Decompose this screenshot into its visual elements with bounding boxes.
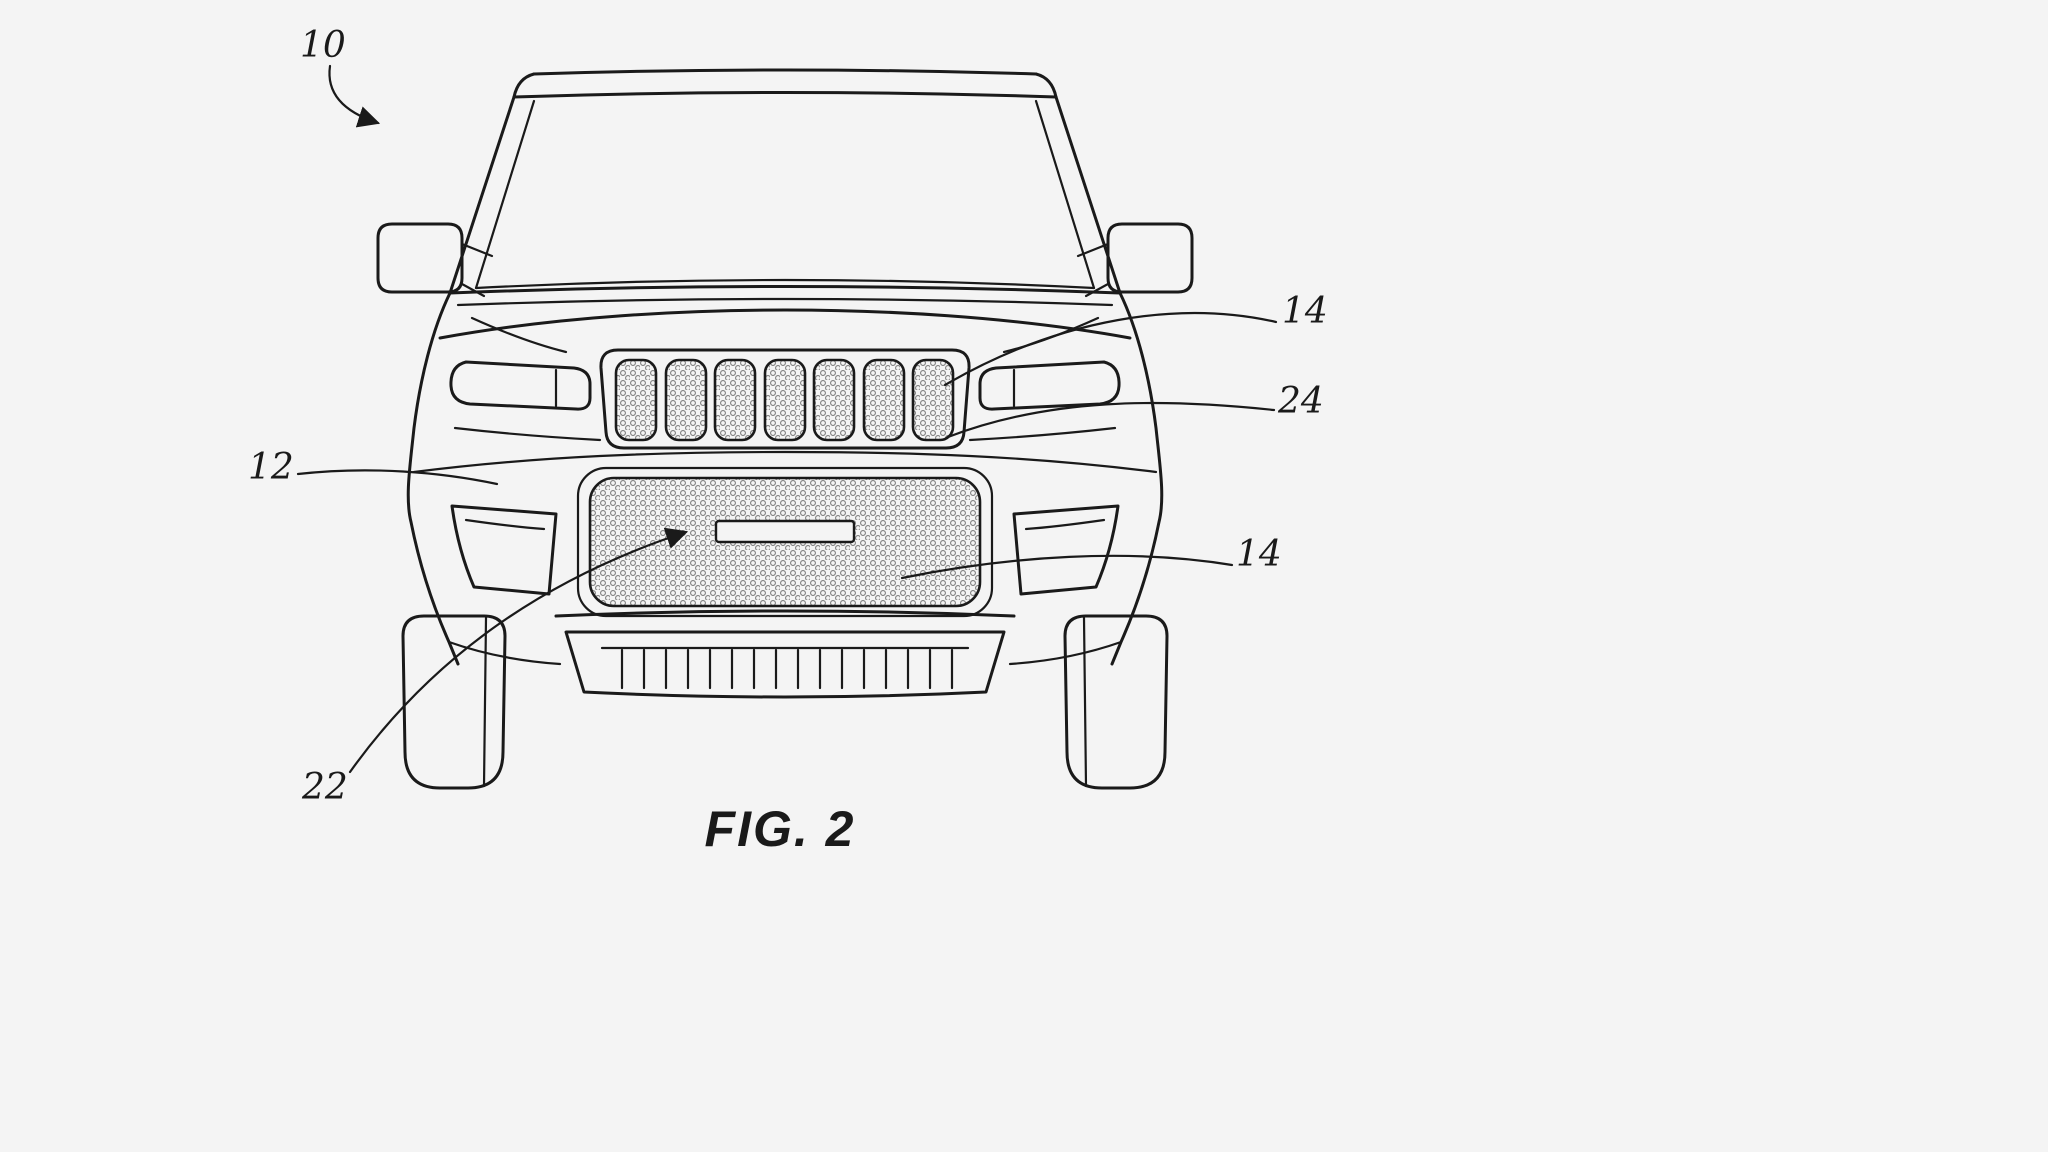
grille-slot	[763, 358, 807, 442]
front-bumper	[412, 450, 1158, 618]
leader-14-top	[943, 312, 1278, 387]
roof-and-windshield	[448, 68, 1122, 307]
side-mirror-left	[376, 222, 494, 298]
ref-label-24: 24	[1278, 381, 1324, 422]
ref-label-14-top: 14	[1282, 291, 1328, 332]
figure-caption: FIG. 2	[704, 801, 856, 857]
fog-recess-right	[1012, 504, 1120, 596]
skid-plate	[564, 630, 1006, 699]
wheel-left	[401, 614, 507, 790]
grille-slot	[862, 358, 906, 442]
skid-plate-ribs	[620, 648, 954, 690]
grille-slot	[713, 358, 757, 442]
ref-label-10: 10	[300, 25, 346, 66]
side-mirror-right	[1076, 222, 1194, 298]
ref-label-22: 22	[302, 767, 348, 808]
leader-12	[296, 469, 499, 486]
leader-10	[328, 64, 381, 128]
ref-label-14-bottom: 14	[1236, 534, 1282, 575]
leader-22	[348, 527, 689, 774]
grille-slot	[614, 358, 658, 442]
bumper-center-slot	[714, 519, 856, 544]
grille-slot	[812, 358, 856, 442]
headlight-left	[449, 360, 592, 411]
headlight-right	[978, 360, 1121, 411]
leader-24	[946, 401, 1276, 439]
upper-grille	[599, 348, 971, 450]
wheel-right	[1063, 614, 1169, 790]
fog-recess-left	[450, 504, 558, 596]
grille-slot	[911, 358, 955, 442]
leader-14-bottom	[900, 554, 1234, 580]
leader-lines	[296, 64, 1278, 774]
grille-slot	[664, 358, 708, 442]
ref-label-12: 12	[248, 447, 294, 488]
